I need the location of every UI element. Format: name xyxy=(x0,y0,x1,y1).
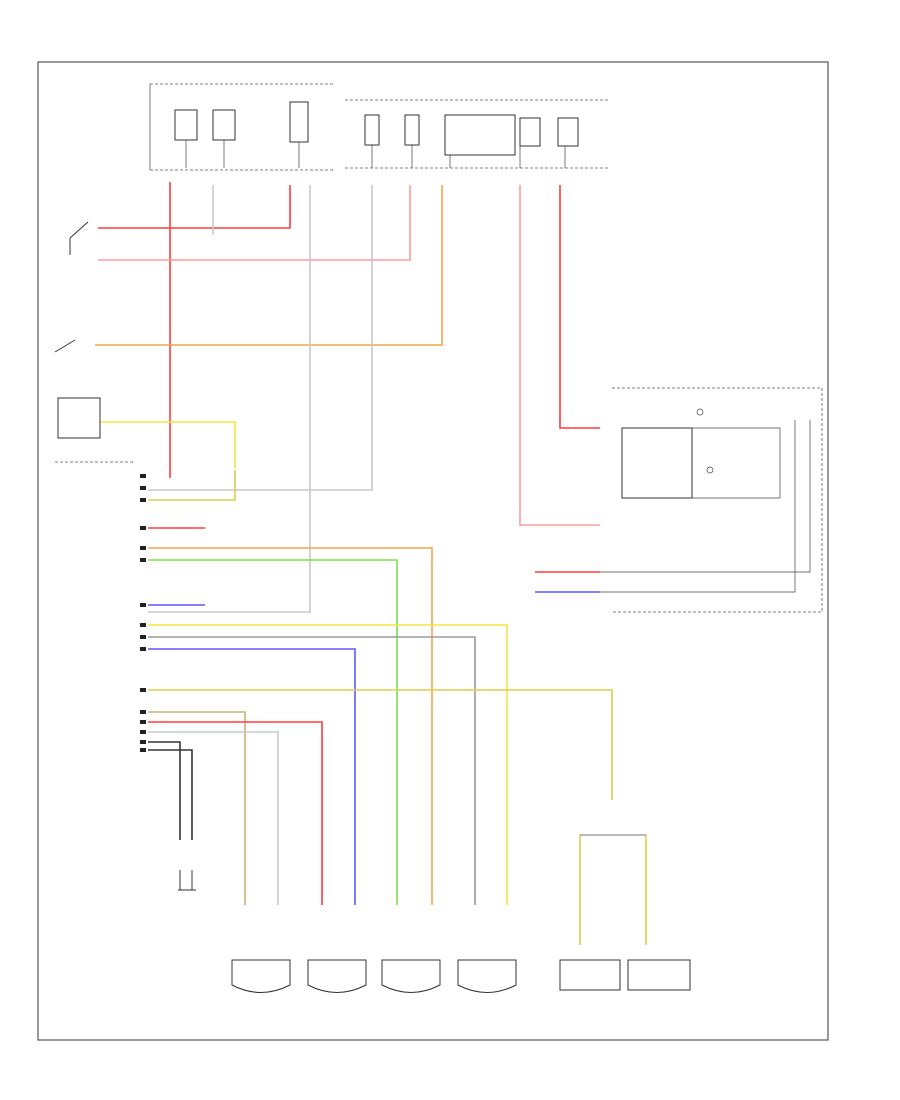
instrument-cluster xyxy=(612,387,823,613)
diagram-border xyxy=(37,61,829,1041)
wheel-sensors xyxy=(231,959,691,993)
wires xyxy=(95,182,811,945)
connector-column xyxy=(55,461,146,752)
fuse-box-group-top xyxy=(149,83,610,171)
left-switches xyxy=(54,221,101,439)
ground-symbol xyxy=(178,870,196,891)
